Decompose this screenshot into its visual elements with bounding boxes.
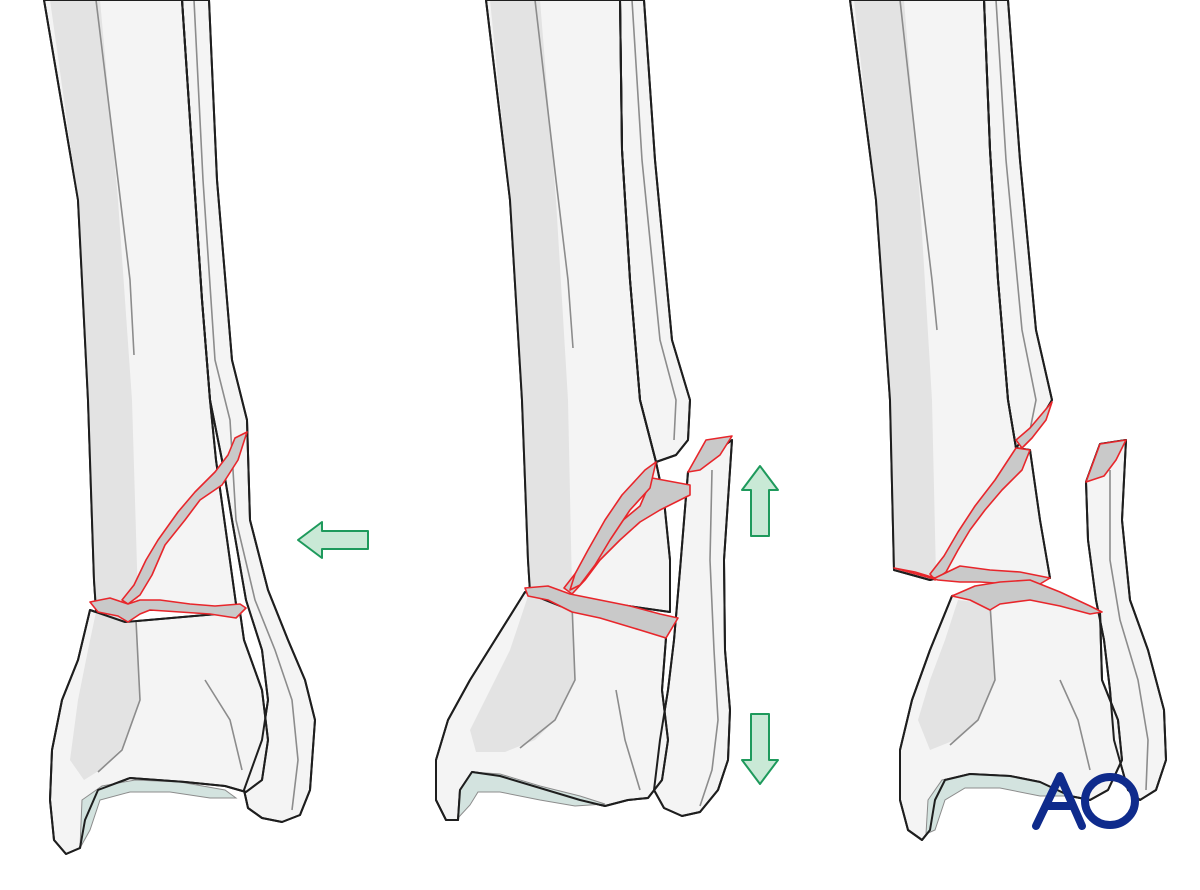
panel-2-distal-tibia-outline <box>435 591 669 821</box>
panel-2-distal-shadow <box>470 596 575 752</box>
panel-2-fibula-proximal-line <box>631 0 677 441</box>
panel-3-fibula-proximal-line <box>995 0 1037 431</box>
panel-3-distal-shadow <box>918 600 995 750</box>
panel-2-distracted-fragment <box>435 0 779 821</box>
panel-3-fracture-fibula-break <box>1015 401 1053 449</box>
ao-logo-o <box>1081 773 1139 829</box>
panel-3-distal-inner-line <box>949 603 996 746</box>
panel-2-arrow-down-icon <box>741 713 779 785</box>
panel-3-distal-tibia-outline <box>899 587 1123 841</box>
panel-2-distal-inner-line-2 <box>615 689 641 791</box>
panel-3-fracture-transverse-upper <box>893 565 1051 585</box>
panel-1-intact-fracture <box>43 0 369 855</box>
ao-logo-a <box>1032 772 1086 830</box>
panel-2-fibula-distal-outline <box>653 439 733 817</box>
panel-2-arrow-up-icon <box>741 465 779 537</box>
panel-1-tibia-shaft-shadow <box>50 0 138 600</box>
panel-2-fibula-distal-line <box>699 469 719 807</box>
panel-3-fracture-transverse-lower <box>951 579 1103 615</box>
panel-3-distal-inner-line-2 <box>1059 679 1091 771</box>
panel-3-fracture-fibula-tip <box>1085 439 1127 483</box>
panel-2-distal-inner-line <box>519 603 576 749</box>
panel-1-distal-shadow <box>70 612 140 780</box>
panel-1-distal-tibia-outline <box>49 609 269 855</box>
panel-1-tibia-inner-line <box>95 0 135 356</box>
panel-1-distal-inner-line-2 <box>204 679 243 771</box>
panel-1-fibula-inner-line <box>193 0 299 811</box>
panel-2-fracture-transverse <box>524 585 679 639</box>
panel-3-tibia-inner-line <box>899 0 938 331</box>
panel-2-tibia-shaft-outline <box>485 0 671 613</box>
panel-3-fibula-distal-line <box>1109 470 1149 791</box>
panel-1-arrow-left-icon <box>297 521 369 559</box>
panel-1-distal-inner-line <box>97 619 141 773</box>
panel-1-fracture-transverse <box>89 597 247 623</box>
panel-2-tibia-inner-line <box>534 0 574 349</box>
panel-3-tibia-shaft-outline <box>849 0 1051 581</box>
panel-1-cartilage <box>79 779 238 849</box>
panel-3-displaced-fragments <box>849 0 1167 841</box>
ao-logo <box>1032 772 1139 830</box>
panel-2-fracture-oblique-2 <box>569 461 657 591</box>
panel-2-fracture-fibula-tip <box>687 435 733 473</box>
